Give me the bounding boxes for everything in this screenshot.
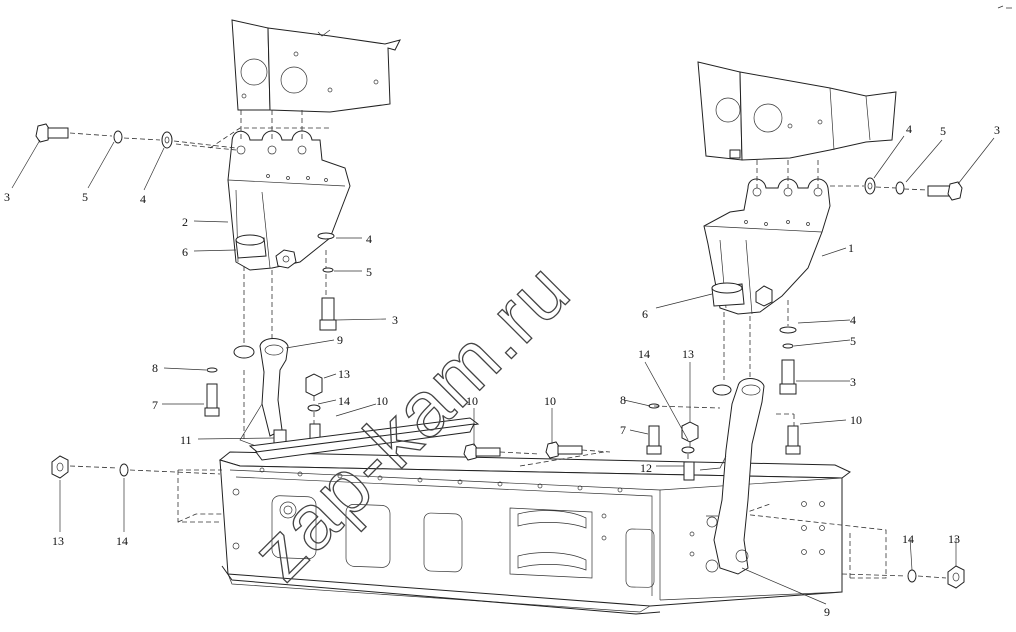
left-spring-bracket — [227, 130, 351, 271]
callout-7-left: 7 — [152, 398, 158, 412]
right-spring-bracket — [703, 178, 831, 315]
callout-9-left: 9 — [337, 333, 343, 347]
left-spring-leaf — [248, 417, 480, 461]
callout-10-center-b: 10 — [544, 394, 556, 408]
callout-13-right-end: 13 — [948, 532, 960, 546]
callout-10-left: 10 — [376, 394, 388, 408]
left-upper-mount-plate — [231, 19, 401, 113]
callout-11: 11 — [180, 433, 192, 447]
callout-6-left: 6 — [182, 245, 188, 259]
callout-9-right: 9 — [824, 605, 830, 619]
callout-3-left-lower: 3 — [392, 313, 398, 327]
callout-5-right-top: 5 — [940, 124, 946, 138]
leader-lines — [11, 135, 995, 605]
callout-6-right: 6 — [642, 307, 648, 321]
left-end-nut-set — [51, 455, 221, 479]
callout-13-left: 13 — [338, 367, 350, 381]
right-upper-mount-plate — [697, 61, 897, 161]
callout-14-right-end: 14 — [902, 532, 914, 546]
callout-8-left: 8 — [152, 361, 158, 375]
right-lower-bolt-set — [723, 300, 797, 395]
callout-13-left-end: 13 — [52, 534, 64, 548]
callout-labels: 3 5 4 2 6 4 5 3 9 8 7 13 14 10 11 10 10 … — [4, 122, 1000, 619]
callout-4-right-top: 4 — [906, 122, 912, 136]
callout-4-right-lower: 4 — [850, 313, 856, 327]
right-end-nut-set — [841, 565, 965, 589]
callout-4-left-lower: 4 — [366, 232, 372, 246]
callout-10-center-a: 10 — [466, 394, 478, 408]
callout-3-right-top: 3 — [994, 123, 1000, 137]
corner-mark — [997, 5, 1012, 9]
callout-5-left-top: 5 — [82, 190, 88, 204]
callout-14-left: 14 — [338, 394, 350, 408]
callout-3-right-lower: 3 — [850, 375, 856, 389]
left-lower-bolt-set — [317, 232, 337, 331]
callout-4-left-top: 4 — [140, 192, 146, 206]
callout-3-left-top: 3 — [4, 190, 10, 204]
callout-8-right: 8 — [620, 393, 626, 407]
callout-14-left-end: 14 — [116, 534, 128, 548]
callout-14-right: 14 — [638, 347, 650, 361]
callout-5-left-lower: 5 — [366, 265, 372, 279]
center-bolts — [463, 441, 611, 467]
right-top-bolt-set — [756, 160, 963, 201]
callout-1: 1 — [848, 241, 854, 255]
left-shackle — [233, 338, 289, 447]
left-small-fasteners — [204, 367, 323, 447]
callout-12: 12 — [640, 461, 652, 475]
callout-5-right-lower: 5 — [850, 334, 856, 348]
left-alignment-lines — [240, 110, 327, 440]
callout-7-right: 7 — [620, 423, 626, 437]
left-top-bolt-set — [35, 123, 330, 151]
callout-10-right: 10 — [850, 413, 862, 427]
callout-2: 2 — [182, 215, 188, 229]
right-shackle — [699, 378, 765, 575]
callout-13-right: 13 — [682, 347, 694, 361]
